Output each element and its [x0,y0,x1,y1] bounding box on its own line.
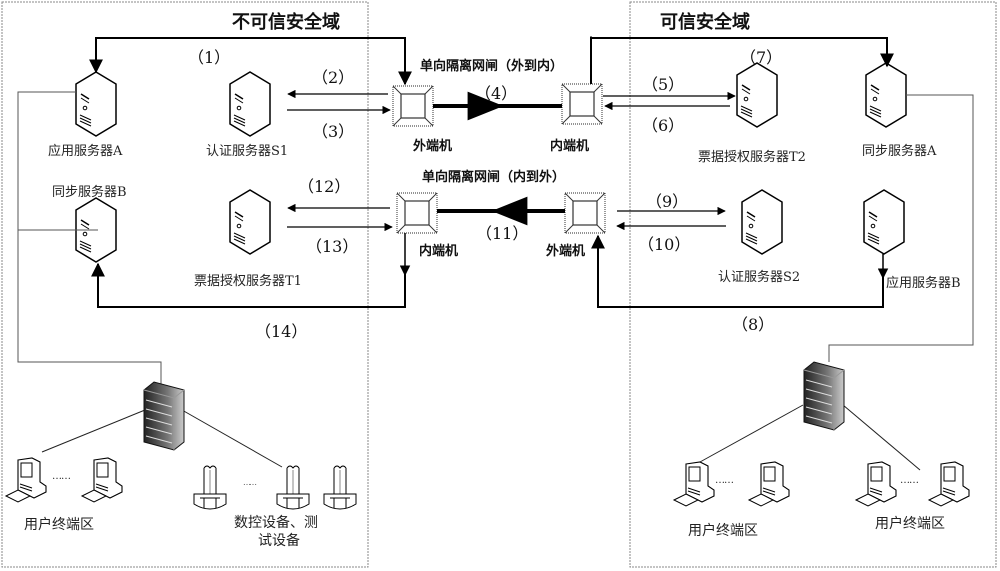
step-14-label: （14） [255,322,308,341]
step-7-label: （7） [740,48,783,67]
left-user-pc-1-icon [5,457,47,503]
step-13-label: （13） [306,237,359,256]
left-users-ellipsis: …… [52,471,71,482]
step-2-label: （2） [312,68,355,87]
fw-left-device-link [181,409,283,468]
step-12-label: （12） [298,177,351,196]
fw-left-user-link [41,409,146,453]
step-3-label: （3） [312,122,355,141]
gateway2-inner-box-icon [396,192,438,234]
untrusted-domain-box [1,1,369,568]
ticket-server-t1-icon [229,189,271,255]
auth-server-s1-icon [229,71,271,137]
right-user-pc-4-icon [928,461,970,507]
cnc-device-2-icon [276,465,310,510]
auth-server-s2-label: 认证服务器S2 [718,270,801,285]
step-6-label: （6） [642,116,685,135]
gateway1-title: 单向隔离网闸（外到内） [420,59,564,74]
flow-7-line [590,37,894,84]
ticket-server-t2-label: 票据授权服务器T2 [698,150,806,165]
step-5-label: （5） [642,75,685,94]
left-user-zone-label: 用户终端区 [24,517,94,533]
step-1-label: （1） [188,48,231,67]
right-user-pc-2-icon [748,461,790,507]
trusted-domain-box [629,1,997,568]
ticket-server-t1-label: 票据授权服务器T1 [194,274,302,289]
right-user-pc-1-icon [673,461,715,507]
sync-server-a-icon [865,62,907,128]
step-9-label: （9） [646,192,689,211]
gateway1-inner-box-icon [561,83,603,125]
fw-right-user1-link [699,404,804,463]
left-firewall-icon [143,381,185,451]
right-users1-ellipsis: …… [715,475,734,486]
trusted-domain-title: 可信安全域 [660,12,750,33]
right-user-zone-label-1: 用户终端区 [688,523,758,539]
right-firewall-icon [803,361,845,431]
right-user-zone-label-2: 用户终端区 [875,516,945,532]
gateway2-outer-box-icon [564,192,606,234]
cnc-device-1-icon [193,465,227,510]
left-devices-ellipsis: …… [243,478,257,487]
sync-server-b-label: 同步服务器B [52,185,127,200]
auth-server-s1-label: 认证服务器S1 [206,144,289,159]
app-server-a-icon [75,71,117,137]
right-network-line [828,94,974,362]
gateway2-outer-label: 外端机 [546,244,586,259]
cnc-device-3-icon [323,465,357,510]
app-server-a-label: 应用服务器A [48,144,123,159]
step-8-label: （8） [732,315,775,334]
app-server-b-label: 应用服务器B [886,276,961,291]
sync-server-a-label: 同步服务器A [862,144,937,159]
right-user-pc-3-icon [855,461,897,507]
gateway2-inner-label: 内端机 [419,244,459,259]
flow-1-line [89,37,412,86]
fw-right-user2-link [842,404,921,471]
flow-8-line [591,234,884,308]
gateway1-outer-label: 外端机 [413,139,453,154]
gateway2-title: 单向隔离网闸（内到外） [422,170,566,185]
left-device-zone-label-2: 试设备 [258,533,300,549]
auth-server-s2-icon [741,189,783,255]
left-network-line [17,91,162,385]
step-11-label: （11） [476,224,529,243]
gateway1-inner-label: 内端机 [550,139,590,154]
right-users2-ellipsis: …… [900,475,919,486]
step-4-label: （4） [475,84,518,103]
step-10-label: （10） [638,235,691,254]
left-user-pc-2-icon [81,457,123,503]
ticket-server-t2-icon [736,62,778,128]
app-server-b-icon [863,189,905,255]
gateway1-outer-box-icon [392,85,434,127]
left-device-zone-label-1: 数控设备、测 [234,515,318,531]
untrusted-domain-title: 不可信安全域 [232,12,340,33]
